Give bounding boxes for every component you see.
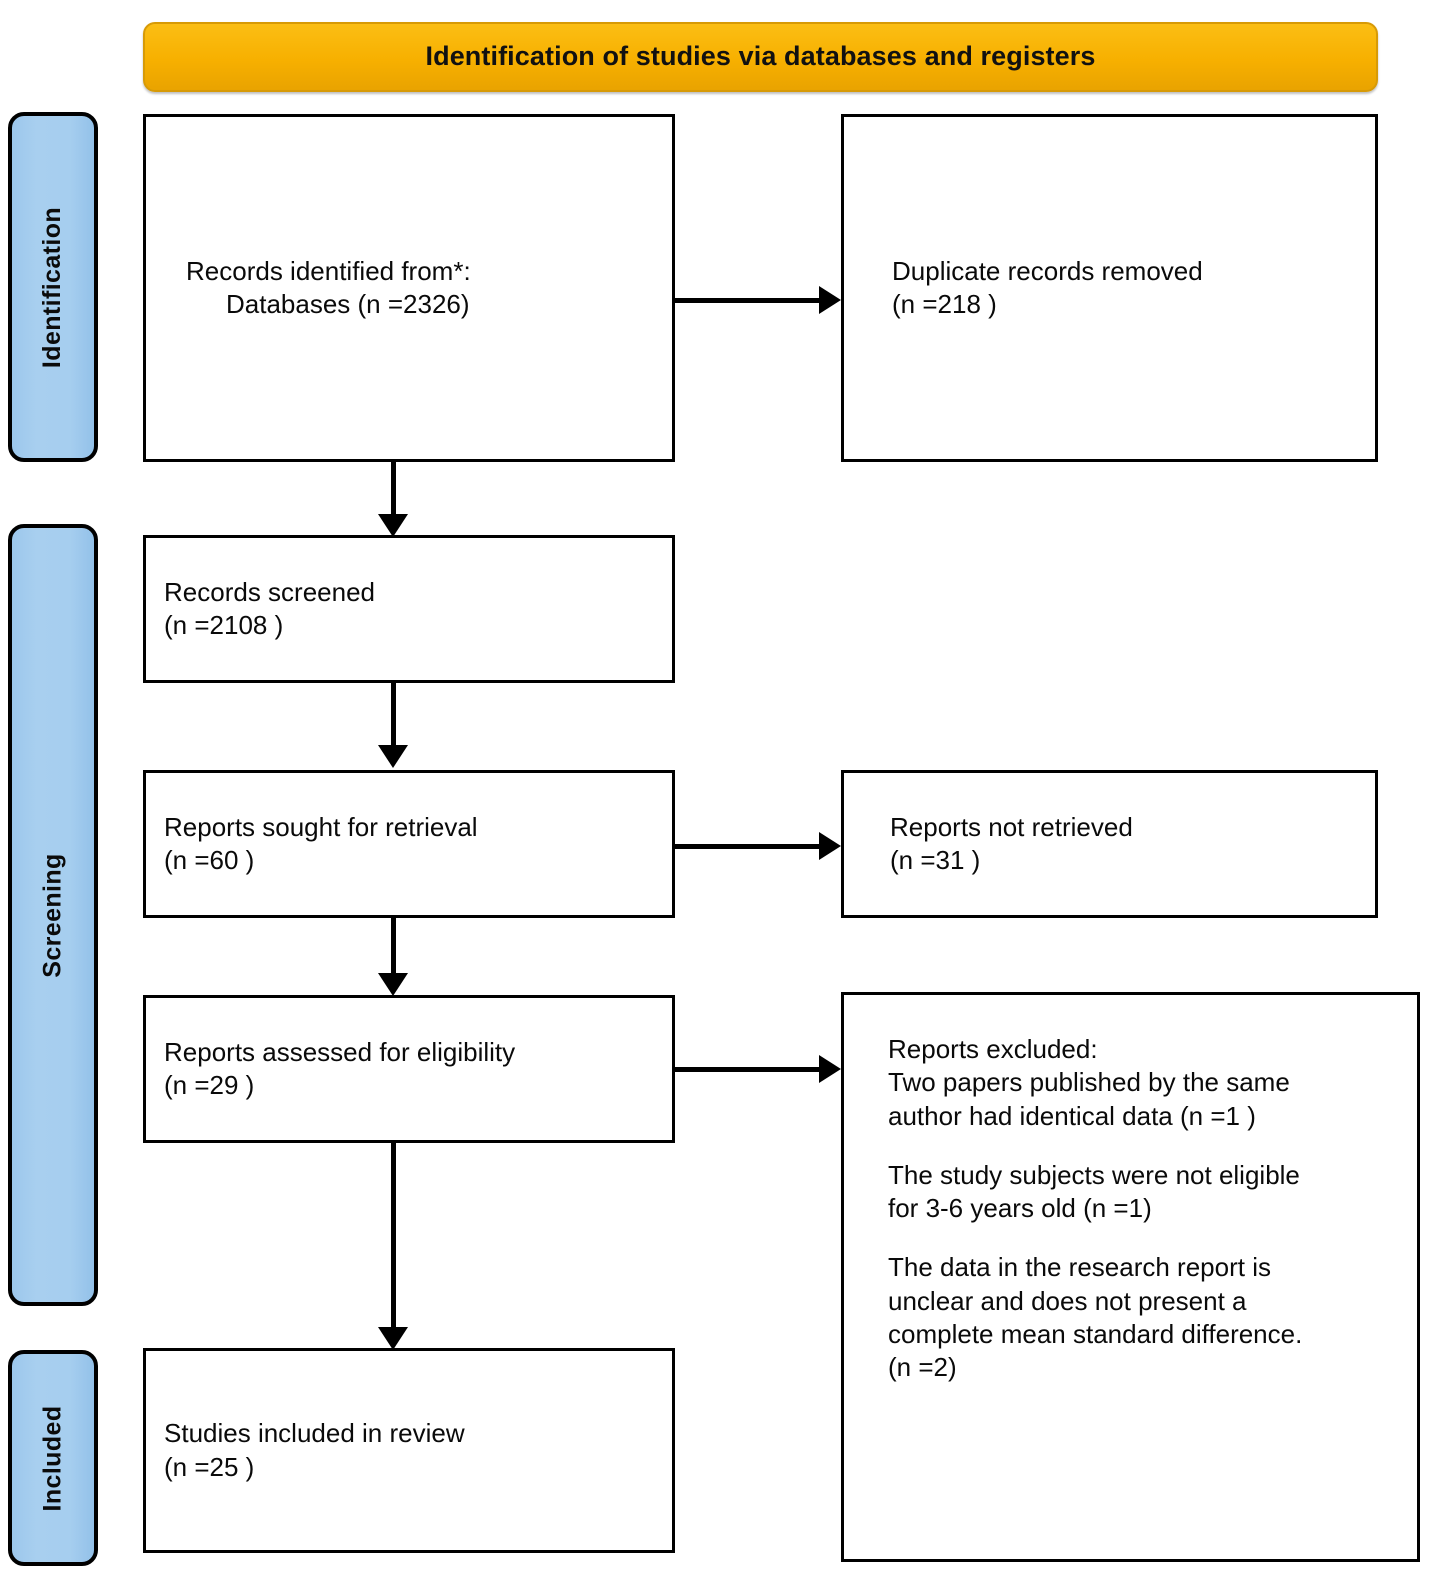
reports-assessed-line1: Reports assessed for eligibility xyxy=(164,1036,516,1067)
diagram-title: Identification of studies via databases … xyxy=(425,41,1096,72)
reports-excluded-reason1-line2: author had identical data (n =1 ) xyxy=(888,1100,1256,1131)
arrow-sought-to-assessed xyxy=(378,918,410,998)
reports-assessed-line2: (n =29 ) xyxy=(164,1070,255,1100)
stage-bar-screening: Screening xyxy=(8,524,98,1306)
diagram-header-banner: Identification of studies via databases … xyxy=(143,22,1378,92)
box-studies-included-in-review: Studies included in review (n =25 ) xyxy=(143,1348,675,1553)
duplicates-line1: Duplicate records removed xyxy=(892,255,1203,286)
reports-excluded-reason2-line1: The study subjects were not eligible xyxy=(888,1159,1300,1190)
stage-bar-identification: Identification xyxy=(8,112,98,462)
arrow-screened-to-sought xyxy=(378,683,410,773)
arrow-identified-to-duplicates xyxy=(675,286,841,314)
studies-included-line2: (n =25 ) xyxy=(164,1451,255,1482)
reports-not-retrieved-line1: Reports not retrieved xyxy=(890,811,1133,842)
studies-included-line1: Studies included in review xyxy=(164,1418,465,1449)
box-reports-excluded: Reports excluded: Two papers published b… xyxy=(841,992,1420,1562)
box-duplicate-records-removed: Duplicate records removed (n =218 ) xyxy=(841,114,1378,462)
records-screened-line1: Records screened xyxy=(164,576,375,607)
box-records-screened: Records screened (n =2108 ) xyxy=(143,535,675,683)
box-records-identified: Records identified from*: Databases (n =… xyxy=(143,114,675,462)
records-screened-line2: (n =2108 ) xyxy=(164,610,284,640)
box-reports-sought-for-retrieval: Reports sought for retrieval (n =60 ) xyxy=(143,770,675,918)
arrow-identified-to-screened xyxy=(378,462,410,537)
reports-sought-line1: Reports sought for retrieval xyxy=(164,811,478,842)
stage-label-included: Included xyxy=(38,1405,67,1511)
spacer xyxy=(862,1225,1399,1251)
reports-excluded-reason3-line3: complete mean standard difference. xyxy=(888,1318,1303,1349)
reports-excluded-heading: Reports excluded: xyxy=(888,1034,1098,1064)
box-reports-assessed-for-eligibility: Reports assessed for eligibility (n =29 … xyxy=(143,995,675,1143)
stage-label-screening: Screening xyxy=(38,852,67,978)
spacer xyxy=(862,1133,1399,1159)
reports-not-retrieved-line2: (n =31 ) xyxy=(890,845,981,875)
arrow-sought-to-not-retrieved xyxy=(675,832,841,860)
box-reports-not-retrieved: Reports not retrieved (n =31 ) xyxy=(841,770,1378,918)
reports-sought-line2: (n =60 ) xyxy=(164,845,255,875)
arrow-assessed-to-included xyxy=(378,1141,410,1356)
reports-excluded-reason3-line4: (n =2) xyxy=(888,1352,957,1383)
stage-label-identification: Identification xyxy=(38,206,67,368)
records-identified-line2: Databases (n =2326) xyxy=(226,289,470,319)
arrow-assessed-to-excluded xyxy=(675,1055,841,1083)
stage-bar-included: Included xyxy=(8,1350,98,1566)
reports-excluded-reason3-line2: unclear and does not present a xyxy=(888,1285,1247,1316)
duplicates-line2: (n =218 ) xyxy=(892,289,997,319)
reports-excluded-reason3-line1: The data in the research report is xyxy=(888,1252,1271,1283)
records-identified-line1: Records identified from*: xyxy=(186,255,471,286)
reports-excluded-reason2-line2: for 3-6 years old (n =1) xyxy=(888,1193,1152,1224)
reports-excluded-reason1-line1: Two papers published by the same xyxy=(888,1067,1290,1098)
